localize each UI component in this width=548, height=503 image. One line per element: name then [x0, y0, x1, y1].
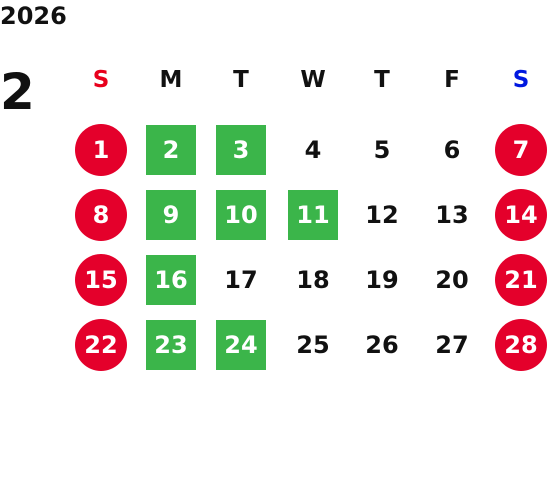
day-cell[interactable]: 19 [365, 266, 399, 294]
day-cell-highlighted[interactable]: 16 [146, 255, 196, 305]
day-cell-highlighted[interactable]: 23 [146, 320, 196, 370]
weekday-header-sunday: S [92, 67, 110, 93]
day-cell-highlighted[interactable]: 3 [216, 125, 266, 175]
day-cell-holiday[interactable]: 1 [75, 124, 127, 176]
day-cell-holiday[interactable]: 22 [75, 319, 127, 371]
day-cell-holiday[interactable]: 7 [495, 124, 547, 176]
year-label: 2026 [0, 2, 67, 30]
weekday-header-wednesday: W [300, 67, 326, 93]
day-cell[interactable]: 18 [296, 266, 330, 294]
day-cell[interactable]: 6 [443, 136, 461, 164]
day-cell[interactable]: 13 [435, 201, 469, 229]
day-cell[interactable]: 25 [296, 331, 330, 359]
month-label: 2 [0, 63, 35, 121]
weekday-header-friday: F [444, 67, 460, 93]
day-cell-highlighted[interactable]: 2 [146, 125, 196, 175]
weekday-header-saturday: S [512, 67, 530, 93]
day-cell[interactable]: 12 [365, 201, 399, 229]
day-cell-holiday[interactable]: 8 [75, 189, 127, 241]
day-cell[interactable]: 4 [304, 136, 322, 164]
day-cell-holiday[interactable]: 21 [495, 254, 547, 306]
day-cell[interactable]: 5 [373, 136, 391, 164]
day-cell-holiday[interactable]: 15 [75, 254, 127, 306]
day-cell[interactable]: 17 [224, 266, 258, 294]
weekday-header-thursday: T [374, 67, 390, 93]
weekday-header-monday: M [159, 67, 183, 93]
day-cell-highlighted[interactable]: 10 [216, 190, 266, 240]
day-cell[interactable]: 27 [435, 331, 469, 359]
day-cell[interactable]: 26 [365, 331, 399, 359]
day-cell-highlighted[interactable]: 11 [288, 190, 338, 240]
day-cell-highlighted[interactable]: 24 [216, 320, 266, 370]
day-cell-holiday[interactable]: 28 [495, 319, 547, 371]
day-cell[interactable]: 20 [435, 266, 469, 294]
weekday-header-tuesday: T [233, 67, 249, 93]
day-cell-holiday[interactable]: 14 [495, 189, 547, 241]
day-cell-highlighted[interactable]: 9 [146, 190, 196, 240]
